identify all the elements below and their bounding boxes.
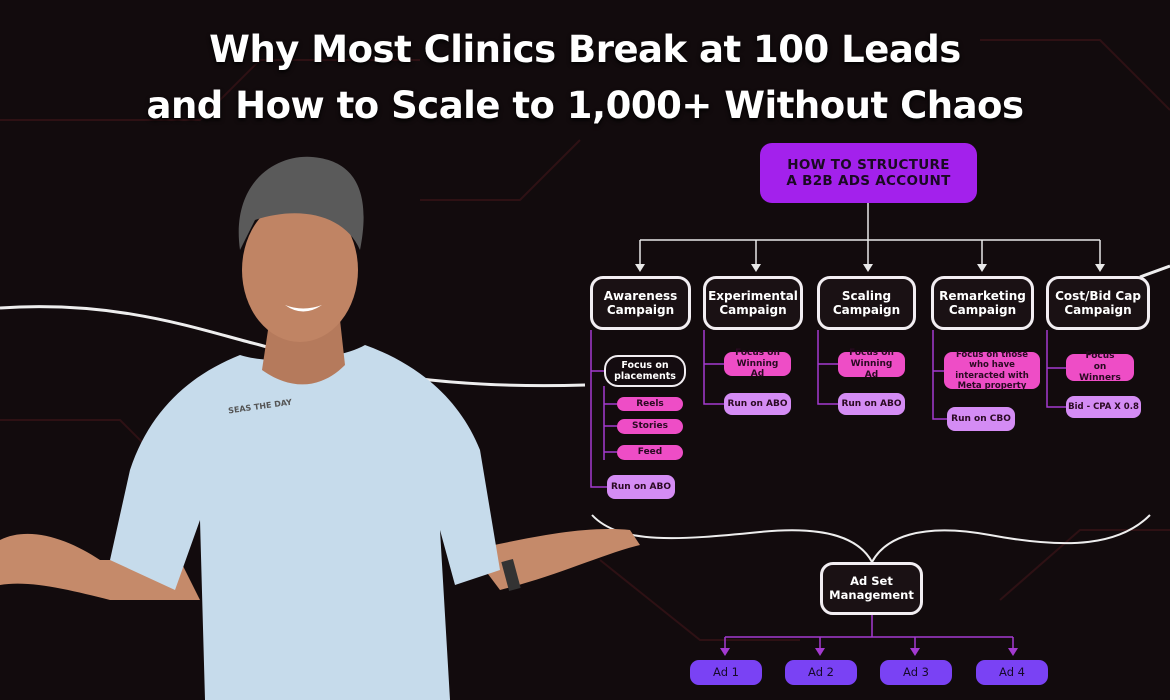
ad-4: Ad 4 [976,660,1048,685]
awareness-run: Run on ABO [607,475,675,499]
headline-line-1: Why Most Clinics Break at 100 Leads [209,28,961,71]
wave-line-left [0,305,586,388]
branch-connectors [590,330,1066,650]
campaign-experimental: Experimental Campaign [703,276,803,330]
adset-management-node: Ad Set Management [820,562,923,615]
campaign-awareness: Awareness Campaign [590,276,691,330]
placement-stories: Stories [617,419,683,434]
headline-line-2: and How to Scale to 1,000+ Without Chaos [146,84,1024,127]
remarketing-run: Run on CBO [947,407,1015,431]
ad-3: Ad 3 [880,660,952,685]
campaign-remarketing: Remarketing Campaign [931,276,1034,330]
presenter-photo [0,156,640,700]
cost-bid-focus: Focus on Winners [1066,351,1134,383]
root-node: HOW TO STRUCTURE A B2B ADS ACCOUNT [760,143,977,203]
placement-feed: Feed [617,445,683,460]
campaign-cost-bid-cap: Cost/Bid Cap Campaign [1046,276,1150,330]
ad-2: Ad 2 [785,660,857,685]
ad-1: Ad 1 [690,660,762,685]
experimental-focus: Focus on Winning Ad [724,348,791,379]
cost-bid-run: Bid - CPA X 0.8 [1066,396,1141,418]
scaling-focus: Focus on Winning Ad [838,348,905,380]
placement-reels: Reels [617,397,683,411]
experimental-run: Run on ABO [724,393,791,415]
remarketing-focus: Focus on those who have interacted with … [944,350,1040,391]
root-connectors [639,203,1101,266]
campaign-scaling: Scaling Campaign [817,276,916,330]
awareness-focus: Focus on placements [604,355,686,387]
brace-line [591,514,1151,565]
scaling-run: Run on ABO [838,393,905,415]
